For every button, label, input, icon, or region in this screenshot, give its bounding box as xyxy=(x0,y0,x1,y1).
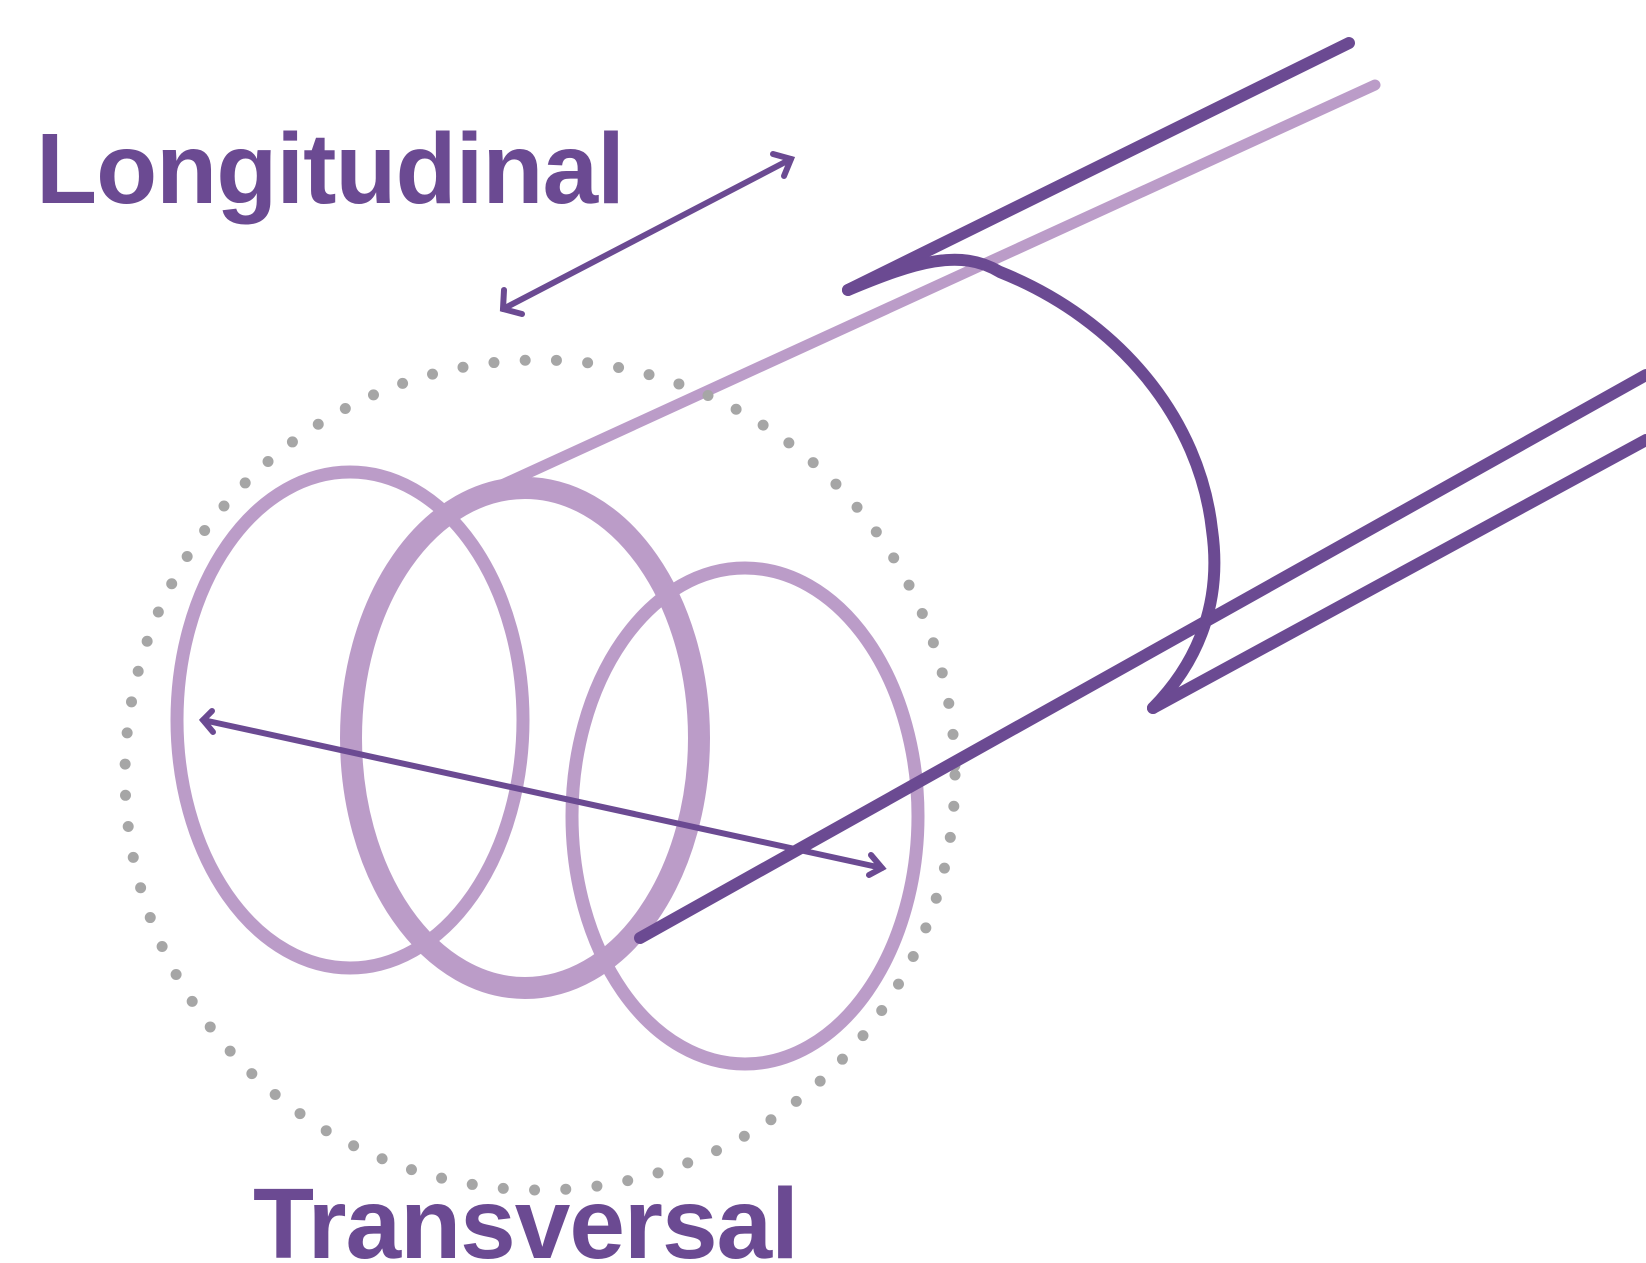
transversal-arrow xyxy=(198,708,887,878)
tube-back-line xyxy=(474,79,1381,501)
cylinder-top-line xyxy=(842,37,1355,296)
longitudinal-label: Longitudinal xyxy=(36,113,624,225)
longitudinal-arrow xyxy=(499,151,796,317)
ring-left xyxy=(170,465,530,975)
ring-middle xyxy=(340,477,710,999)
dotted-boundary-circle xyxy=(119,354,961,1196)
ring-right xyxy=(565,561,925,1071)
cylinder-bottom-line xyxy=(634,369,1646,944)
cylinder-inner-line xyxy=(1147,434,1646,714)
transversal-label: Transversal xyxy=(253,1168,798,1263)
